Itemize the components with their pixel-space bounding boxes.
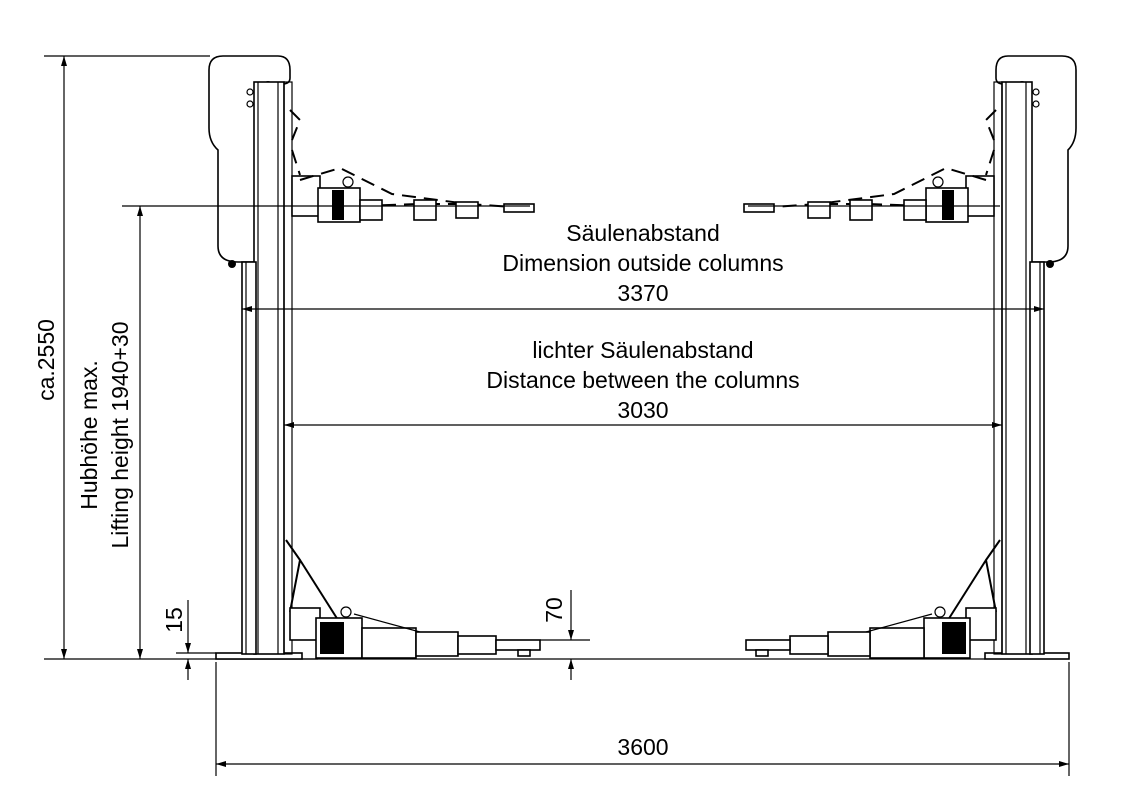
between-columns-label-de: lichter Säulenabstand <box>532 337 753 363</box>
base-width-value: 3600 <box>617 734 668 760</box>
arm-height-value: 70 <box>541 597 567 623</box>
between-columns-value: 3030 <box>617 397 668 423</box>
outside-columns-value: 3370 <box>617 280 668 306</box>
outside-columns-label-de: Säulenabstand <box>566 220 719 246</box>
dimension-lines <box>44 55 1070 776</box>
left-column <box>208 55 541 659</box>
outside-columns-label-en: Dimension outside columns <box>502 250 783 276</box>
total-height-label: ca.2550 <box>33 319 59 401</box>
lifting-height-label-de: Hubhöhe max. <box>76 360 102 510</box>
between-columns-label-en: Distance between the columns <box>486 367 799 393</box>
right-column <box>743 55 1077 659</box>
lifting-height-label-en: Lifting height 1940+30 <box>107 321 133 548</box>
pad-height-value: 15 <box>161 607 187 633</box>
